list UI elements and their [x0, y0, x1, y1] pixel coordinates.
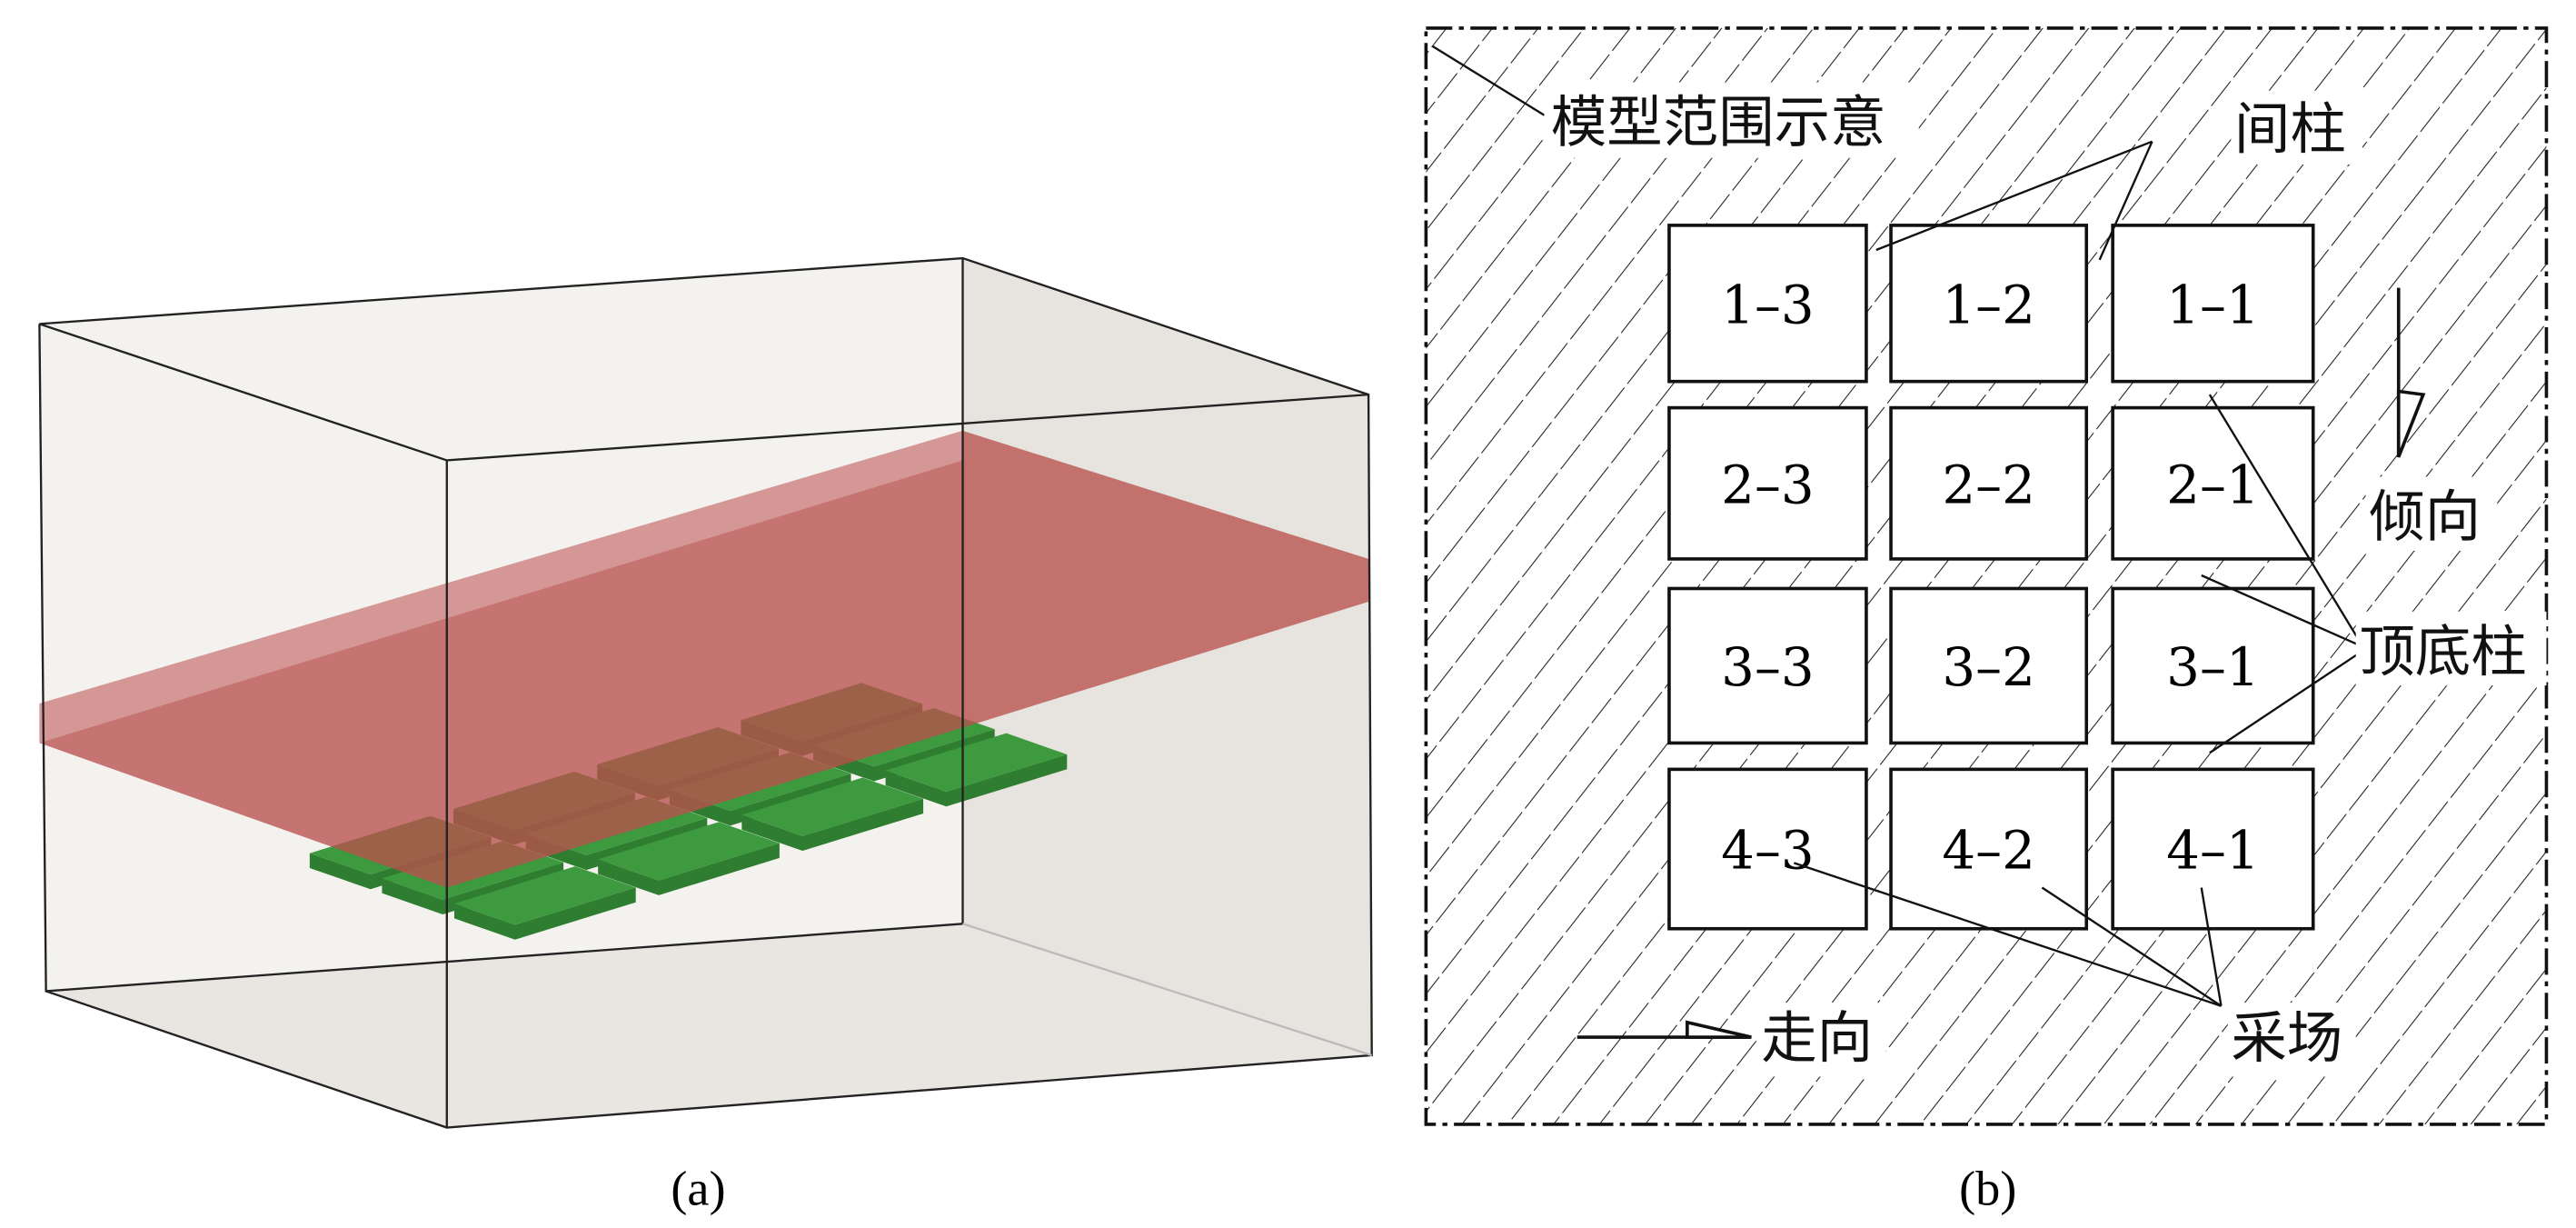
stope-block-side — [598, 843, 780, 895]
stope-label: 3–1 — [2166, 636, 2260, 698]
stope-box — [1889, 767, 2089, 931]
stope-block-side — [669, 774, 851, 826]
stope-box — [1667, 405, 1868, 561]
model-box-bottom-face — [45, 923, 1372, 1128]
label-model-extent: 模型范围示意 — [1551, 91, 1886, 155]
model-box-edges — [38, 256, 1373, 1129]
stope-label: 1–1 — [2166, 274, 2260, 335]
label-rib-pillar: 间柱 — [2234, 97, 2346, 162]
stope-box — [2111, 224, 2315, 384]
stope-label: 2–2 — [1942, 454, 2035, 515]
strike-direction-arrow — [1576, 1020, 1752, 1039]
stope-label: 2–1 — [2166, 454, 2260, 515]
stope-label: 4–2 — [1942, 820, 2035, 882]
panel-b-caption: (b) — [1959, 1161, 2016, 1215]
stope-label: 1–2 — [1942, 274, 2035, 335]
model-extent-frame — [1424, 26, 2549, 1126]
panel-a-3d-model: (a) — [38, 256, 1373, 1215]
stope-block-side — [309, 836, 492, 890]
stope-label: 4–1 — [2166, 820, 2260, 882]
stope-label: 3–2 — [1942, 636, 2035, 698]
stope-grid: 1–3 1–2 1–1 2–3 2–2 2–1 3–3 3–2 3–1 4–3 4–2 4–1 — [1667, 224, 2315, 931]
stope-label: 2–3 — [1721, 454, 1815, 515]
stope-box — [2111, 767, 2315, 931]
dip-direction-arrow — [2396, 287, 2426, 458]
stope-block-side — [453, 887, 636, 940]
panel-a-caption: (a) — [671, 1161, 725, 1215]
label-crown-sill-pillar: 顶底柱 — [2359, 620, 2526, 684]
leader-lines — [1431, 45, 2359, 1007]
stope-label: 3–3 — [1721, 636, 1815, 698]
hatched-rock-mass — [1426, 27, 2547, 1124]
stope-block-side — [382, 862, 564, 914]
stope-label: 1–3 — [1721, 274, 1815, 335]
ore-body-slab-top-edge — [39, 430, 963, 744]
stope-block — [453, 866, 636, 925]
stope-box — [1889, 405, 2089, 561]
stope-label: 4–3 — [1721, 820, 1815, 882]
stope-box — [1889, 224, 2089, 384]
stope-block — [885, 733, 1068, 792]
stope-box — [1667, 767, 1868, 931]
stope-block — [741, 777, 924, 836]
stope-block-side — [885, 754, 1068, 807]
ore-body-slab — [39, 430, 1369, 888]
stope-box — [1667, 586, 1868, 745]
panel-b-plan-view: 1–3 1–2 1–1 2–3 2–2 2–1 3–3 3–2 3–1 4–3 4–2 4–1 模型范… — [1424, 26, 2549, 1215]
stope-block-side — [525, 817, 708, 871]
stope-box — [1667, 224, 1868, 384]
stope-block-side — [813, 729, 995, 782]
stope-box — [2111, 586, 2315, 745]
label-strike-direction: 走向 — [1761, 1006, 1873, 1071]
label-stope: 采场 — [2231, 1006, 2342, 1071]
stope-box — [1889, 586, 2089, 745]
label-dip-direction: 倾向 — [2369, 485, 2481, 550]
stope-block-side — [741, 798, 924, 852]
stope-block — [598, 822, 780, 881]
stope-box — [2111, 405, 2315, 561]
